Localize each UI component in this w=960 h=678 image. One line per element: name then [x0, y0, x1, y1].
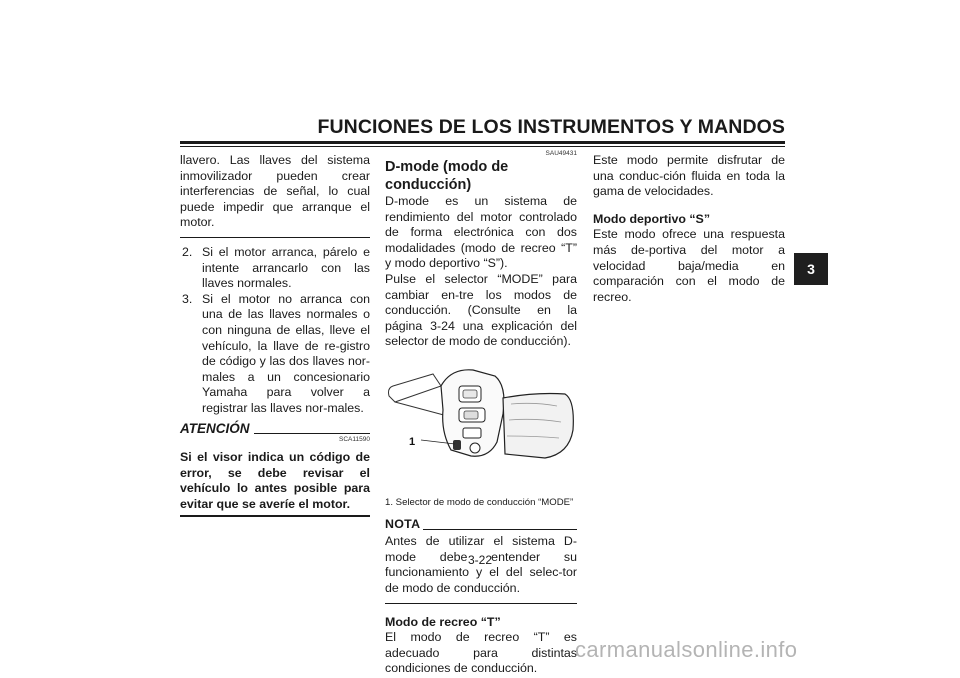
recreo-text: El modo de recreo “T” es adecuado para d…: [385, 630, 577, 676]
header-rule-thick: [180, 141, 785, 144]
step-number: 3.: [182, 291, 193, 306]
step-text: Si el motor arranca, párelo e intente ar…: [202, 244, 370, 291]
header-rule-thin: [180, 146, 785, 147]
steps-list: 2. Si el motor arranca, párelo e intente…: [180, 245, 370, 417]
attention-label: ATENCIÓN: [180, 420, 250, 436]
column-right: Este modo permite disfrutar de una condu…: [593, 153, 785, 305]
page-header-title: FUNCIONES DE LOS INSTRUMENTOS Y MANDOS: [317, 116, 785, 138]
step-number: 2.: [182, 244, 193, 259]
step-text: Si el motor no arranca con una de las ll…: [202, 291, 370, 415]
nota-rule: [423, 529, 577, 531]
figure-callout-number: 1: [409, 436, 415, 448]
nota-header: NOTA: [385, 517, 577, 533]
attention-header: ATENCIÓN: [180, 421, 370, 437]
attention-code: SCA11590: [339, 436, 370, 444]
dmode-paragraph-1: D-mode es un sistema de rendimiento del …: [385, 194, 577, 271]
attention-rule: [253, 433, 370, 435]
watermark: carmanualsonline.info: [575, 637, 798, 662]
column-left: llavero. Las llaves del sistema inmovili…: [180, 153, 370, 518]
section-code: SAU49431: [545, 150, 577, 157]
page-number: 3-22: [468, 553, 493, 567]
nota-end-rule: [385, 602, 577, 604]
deportivo-heading: Modo deportivo “S”: [593, 211, 711, 226]
recreo-heading: Modo de recreo “T”: [385, 614, 501, 629]
nota-text: Antes de utilizar el sistema D-mode debe…: [385, 534, 577, 595]
section-heading: D-mode (modo de conducción): [385, 159, 509, 193]
attention-end-rule: [180, 515, 370, 518]
deportivo-text: Este modo ofrece una respuesta más de-po…: [593, 227, 785, 304]
handlebar-switch-illustration: 1: [388, 369, 574, 459]
list-item: 3. Si el motor no arranca con una de las…: [180, 292, 370, 417]
fluid-mode-paragraph: Este modo permite disfrutar de una condu…: [593, 153, 785, 199]
divider: [180, 236, 370, 238]
list-item: 2. Si el motor arranca, párelo e intente…: [180, 245, 370, 292]
column-middle: SAU49431 D-mode (modo de conducción) D-m…: [385, 150, 577, 677]
attention-text: Si el visor indica un código de error, s…: [180, 450, 370, 511]
dmode-paragraph-2: Pulse el selector “MODE” para cambiar en…: [385, 271, 577, 349]
nota-label: NOTA: [385, 516, 421, 531]
intro-paragraph: llavero. Las llaves del sistema inmovili…: [180, 153, 370, 230]
figure-caption: 1. Selector de modo de conducción “MODE”: [385, 496, 574, 508]
chapter-tab: 3: [794, 253, 828, 285]
